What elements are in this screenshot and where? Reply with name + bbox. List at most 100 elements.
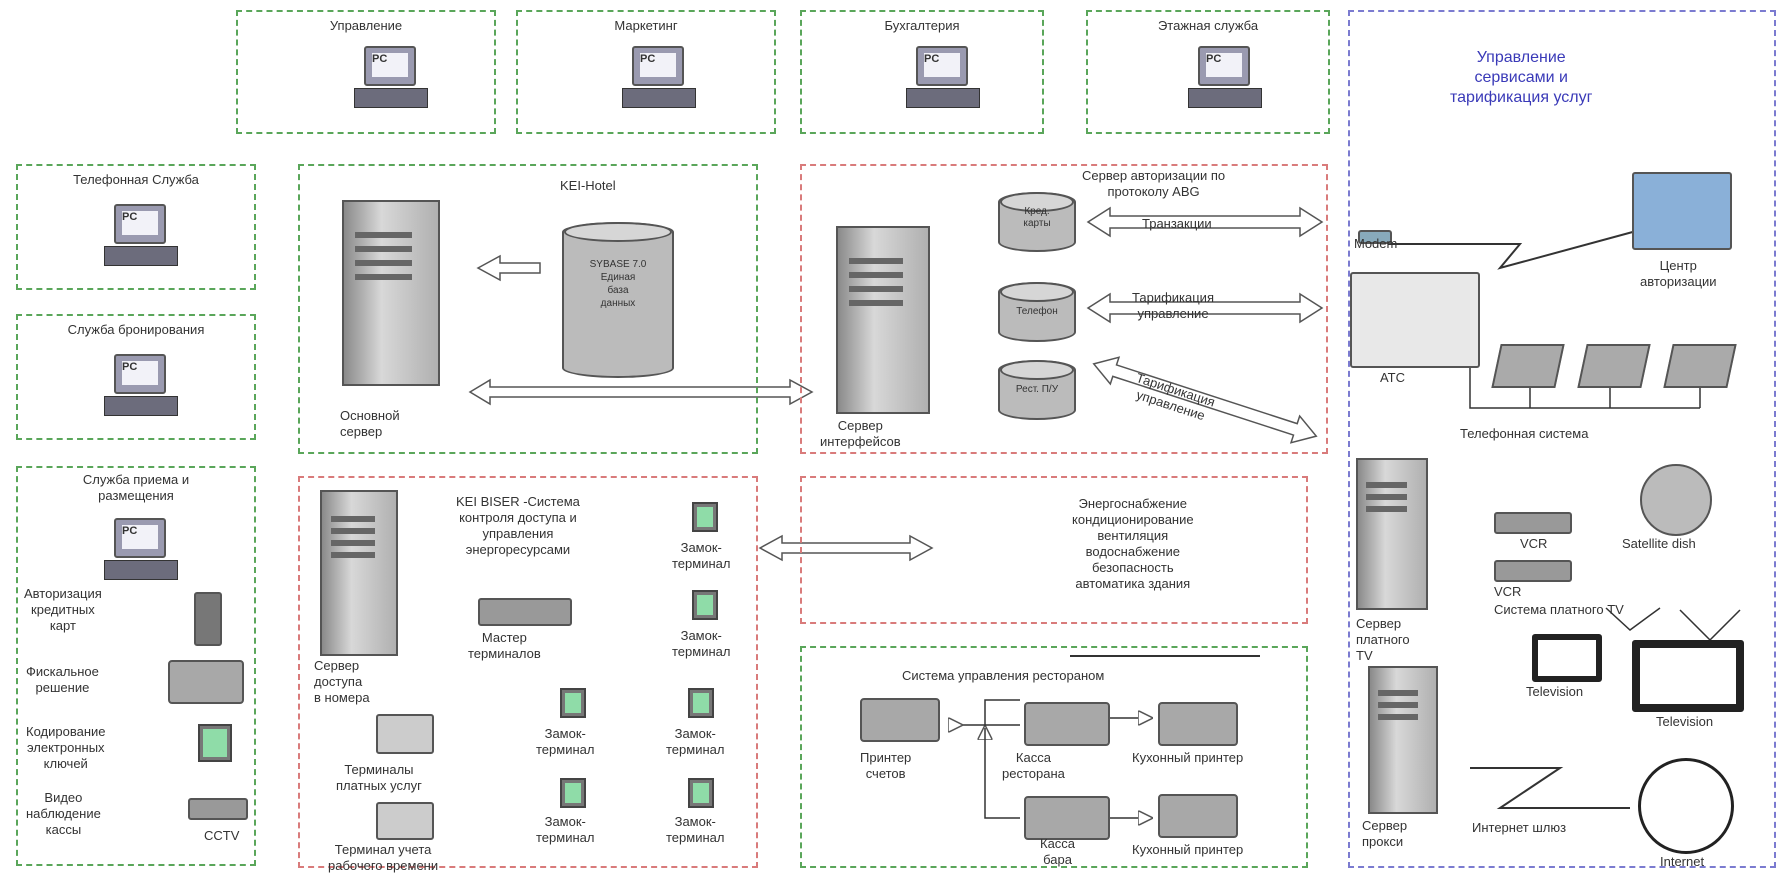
label-interface-server: Сервер интерфейсов xyxy=(820,418,901,449)
paytv-server-icon xyxy=(1356,458,1428,610)
label-transactions: Транзакции xyxy=(1142,216,1212,231)
pc-icon: PC xyxy=(100,518,180,582)
tv-icon xyxy=(1532,634,1602,682)
time-terminal-icon xyxy=(376,802,434,840)
label-database: SYBASE 7.0 Единая база данных xyxy=(589,259,647,309)
label-lock-terminal: Замок- терминал xyxy=(672,628,731,659)
label-paytv-system: Система платного TV xyxy=(1494,602,1624,617)
box-phone-service: Телефонная Служба PC xyxy=(16,164,256,290)
label-satellite: Satellite dish xyxy=(1622,536,1696,551)
label-paid-terminals: Терминалы платных услуг xyxy=(336,762,422,793)
cctv-camera-icon xyxy=(188,798,248,820)
label-floor-service: Этажная служба xyxy=(1157,18,1259,33)
label-modem: Modem xyxy=(1354,236,1398,251)
label-services-title: Управление сервисами и тарификация услуг xyxy=(1450,49,1593,106)
modem-line xyxy=(1388,229,1641,270)
label-vcr-1: VCR xyxy=(1520,536,1548,551)
label-access-server: Сервер доступа в номера xyxy=(314,658,370,705)
label-work-time-terminal: Терминал учета рабочего времени xyxy=(328,842,439,873)
restaurant-cash-icon xyxy=(1024,702,1110,746)
label-reception-service: Служба приема и размещения xyxy=(82,472,190,503)
phone-icon xyxy=(1577,344,1651,388)
db-cards-icon xyxy=(998,192,1076,252)
modem-icon xyxy=(1358,230,1392,244)
arrow-db-main xyxy=(476,254,541,282)
label-db-restaurant: Рест. П/У xyxy=(1015,384,1059,395)
pc-icon: PC xyxy=(618,46,698,110)
label-terminal-master: Мастер терминалов xyxy=(468,630,541,661)
lock-terminal-icon xyxy=(692,502,718,532)
label-video: Видео наблюдение кассы xyxy=(26,790,101,837)
access-server-icon xyxy=(320,490,398,656)
box-marketing: Маркетинг PC xyxy=(516,10,776,134)
label-restaurant-cash: Касса ресторана xyxy=(1002,750,1065,781)
paid-terminal-icon xyxy=(376,714,434,754)
label-marketing: Маркетинг xyxy=(614,18,678,33)
card-reader-icon xyxy=(194,592,222,646)
label-building: Энергоснабжение кондиционирование вентил… xyxy=(1072,496,1194,591)
box-kei-hotel: KEI-Hotel Основной сервер SYBASE 7.0 Еди… xyxy=(298,164,758,454)
box-floor-service: Этажная служба PC xyxy=(1086,10,1330,134)
label-biser-title: KEI BISER -Система контроля доступа и уп… xyxy=(456,494,580,557)
phone-icon xyxy=(1491,344,1565,388)
lock-terminal-icon xyxy=(692,590,718,620)
label-paytv-server: Сервер платного TV xyxy=(1356,616,1410,663)
db-phone-icon xyxy=(998,282,1076,342)
label-bill-printer: Принтер счетов xyxy=(860,750,912,781)
pc-icon: PC xyxy=(350,46,430,110)
label-lock-terminal: Замок- терминал xyxy=(666,814,725,845)
label-internet: Internet xyxy=(1660,854,1705,869)
auth-center-icon xyxy=(1632,172,1732,250)
proxy-server-icon xyxy=(1368,666,1438,814)
label-kitchen-printer: Кухонный принтер xyxy=(1132,842,1244,857)
fiscal-printer-icon xyxy=(168,660,244,704)
bar-cash-icon xyxy=(1024,796,1110,840)
label-tv-1: Television xyxy=(1526,684,1584,699)
label-auth-server: Сервер авторизации по протоколу ABG xyxy=(1082,168,1226,199)
globe-icon xyxy=(1638,758,1734,854)
label-phone-system: Телефонная система xyxy=(1460,426,1589,441)
box-biser: KEI BISER -Система контроля доступа и уп… xyxy=(298,476,758,873)
label-management: Управление xyxy=(329,18,403,33)
label-vcr-2: VCR xyxy=(1494,584,1522,599)
box-interfaces: Сервер авторизации по протоколу ABG Серв… xyxy=(800,164,1328,454)
label-card-auth: Авторизация кредитных карт xyxy=(24,586,102,633)
label-internet-gateway: Интернет шлюз xyxy=(1472,820,1567,835)
double-arrow-billing-2 xyxy=(1092,356,1318,444)
kitchen-printer-icon xyxy=(1158,702,1238,746)
label-lock-terminal: Замок- терминал xyxy=(536,814,595,845)
box-services: Управление сервисами и тарификация услуг… xyxy=(1348,10,1776,869)
label-lock-terminal: Замок- терминал xyxy=(672,540,731,571)
label-fiscal: Фискальное решение xyxy=(26,664,99,695)
vcr-icon xyxy=(1494,512,1572,534)
label-kitchen-printer: Кухонный принтер xyxy=(1132,750,1244,765)
box-accounting: Бухгалтерия PC xyxy=(800,10,1044,134)
box-building: Энергоснабжение кондиционирование вентил… xyxy=(800,476,1308,624)
double-arrow-transactions xyxy=(1086,206,1324,238)
label-db-phone: Телефон xyxy=(1016,306,1058,317)
pc-icon: PC xyxy=(1184,46,1264,110)
box-management: Управление PC xyxy=(236,10,496,134)
interface-server-icon xyxy=(836,226,930,414)
label-accounting: Бухгалтерия xyxy=(884,18,960,33)
box-booking-service: Служба бронирования PC xyxy=(16,314,256,440)
vcr-icon xyxy=(1494,560,1572,582)
database-icon xyxy=(562,222,674,378)
double-arrow-main-interfaces xyxy=(468,378,814,406)
pc-icon: PC xyxy=(100,354,180,418)
box-restaurant: Система управления рестораном Принтер сч… xyxy=(800,646,1308,868)
db-restaurant-icon xyxy=(998,360,1076,420)
main-server-icon xyxy=(342,200,440,386)
lock-terminal-icon xyxy=(560,778,586,808)
label-proxy-server: Сервер прокси xyxy=(1362,818,1408,849)
phone-icon xyxy=(1663,344,1737,388)
label-main-server: Основной сервер xyxy=(340,408,400,439)
lock-terminal-icon xyxy=(560,688,586,718)
pc-icon: PC xyxy=(100,204,180,268)
label-cctv: CCTV xyxy=(204,828,240,843)
label-billing-2: Тарификация управление xyxy=(1134,370,1217,424)
pc-icon: PC xyxy=(902,46,982,110)
label-booking-service: Служба бронирования xyxy=(67,322,205,337)
terminal-master-icon xyxy=(478,598,572,626)
